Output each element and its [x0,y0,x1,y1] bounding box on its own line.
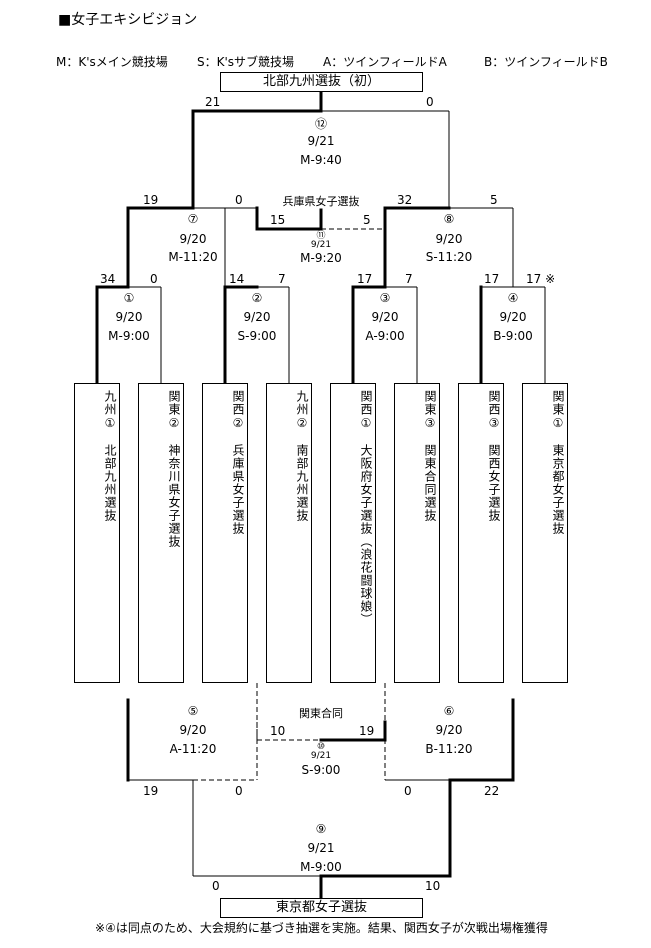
m3-left-score: 17 [357,272,373,286]
legend-a: A：ツインフィールドA [323,55,447,69]
m1-venue: M-9:00 [108,329,150,343]
m6-right-score: 22 [484,784,500,798]
m8-number: ⑧ [443,212,455,226]
m1-date: 9/20 [115,310,143,324]
team-name: 大阪府女子選抜（浪花闘球娘） [359,444,373,626]
m5-left-score: 19 [143,784,159,798]
m1-right-score: 0 [150,272,158,286]
m6-date: 9/20 [435,723,463,737]
champion-bottom-box: 東京都女子選抜 [220,898,423,918]
m5-number: ⑤ [187,704,199,718]
m2-number: ② [251,291,263,305]
team-box-7: 関西③ 関西女子選抜 [458,383,504,683]
m12-number: ⑫ [314,117,328,131]
m9-right-score: 10 [425,879,441,893]
m1-left-score: 34 [100,272,116,286]
legend-s: S：K'sサブ競技場 [197,55,295,69]
team-box-3: 関西② 兵庫県女子選抜 [202,383,248,683]
team-box-5: 関西① 大阪府女子選抜（浪花闘球娘） [330,383,376,683]
legend-b: B：ツインフィールドB [484,55,608,69]
m7-right-score: 0 [235,193,243,207]
team-name: 神奈川県女子選抜 [167,444,181,548]
m4-number: ④ [507,291,519,305]
team-name: 北部九州選抜 [103,444,117,522]
m9-number: ⑨ [315,822,327,836]
m11-venue: M-9:20 [300,251,342,265]
m4-date: 9/20 [499,310,527,324]
team-box-6: 関東③ 関東合同選抜 [394,383,440,683]
m8-left-score: 32 [397,193,413,207]
team-region: 関西① [359,390,373,431]
m2-venue: S-9:00 [237,329,277,343]
m6-venue: B-11:20 [425,742,473,756]
m6-left-score: 0 [404,784,412,798]
third-bottom-label: 関東合同 [299,707,343,720]
team-region: 関東③ [423,390,437,431]
m11-date: 9/21 [310,240,332,250]
page-title: ■女子エキシビジョン [58,12,198,28]
m8-date: 9/20 [435,232,463,246]
m9-venue: M-9:00 [300,860,342,874]
team-name: 兵庫県女子選抜 [231,444,245,535]
m5-right-score: 0 [235,784,243,798]
team-region: 関西③ [487,390,501,431]
legend-m: M：K'sメイン競技場 [56,55,168,69]
m6-number: ⑥ [443,704,455,718]
team-box-8: 関東① 東京都女子選抜 [522,383,568,683]
team-region: 九州② [295,390,309,431]
m8-venue: S-11:20 [425,250,473,264]
team-name: 関西女子選抜 [487,444,501,522]
team-box-4: 九州② 南部九州選抜 [266,383,312,683]
m10-date: 9/21 [310,751,332,761]
m10-right-score: 19 [359,724,375,738]
m2-left-score: 14 [229,272,245,286]
m3-number: ③ [379,291,391,305]
team-region: 関東② [167,390,181,431]
m7-left-score: 19 [143,193,159,207]
m10-number: ⑩ [316,742,326,752]
m8-right-score: 5 [490,193,498,207]
third-top-label: 兵庫県女子選抜 [282,195,360,208]
m3-right-score: 7 [405,272,413,286]
footnote: ※④は同点のため、大会規約に基づき抽選を実施。結果、関西女子が次戦出場権獲得 [95,921,548,935]
m4-right-score: 17 ※ [526,272,556,286]
m4-left-score: 17 [484,272,500,286]
m12-left-score: 21 [205,95,221,109]
team-name: 東京都女子選抜 [551,444,565,535]
m9-left-score: 0 [212,879,220,893]
team-region: 九州① [103,390,117,431]
team-region: 関東① [551,390,565,431]
m12-right-score: 0 [426,95,434,109]
m11-left-score: 15 [270,213,286,227]
team-region: 関西② [231,390,245,431]
m9-date: 9/21 [307,841,335,855]
team-name: 関東合同選抜 [423,444,437,522]
champion-top-box: 北部九州選抜（初） [220,72,423,92]
m4-venue: B-9:00 [493,329,533,343]
m11-number: ⑪ [316,231,326,241]
m12-date: 9/21 [307,134,335,148]
m7-venue: M-11:20 [168,250,218,264]
team-name: 南部九州選抜 [295,444,309,522]
m7-number: ⑦ [187,212,199,226]
team-box-2: 関東② 神奈川県女子選抜 [138,383,184,683]
m10-left-score: 10 [270,724,286,738]
m11-right-score: 5 [363,213,371,227]
m3-venue: A-9:00 [365,329,405,343]
m3-date: 9/20 [371,310,399,324]
m2-date: 9/20 [243,310,271,324]
m5-venue: A-11:20 [169,742,217,756]
m5-date: 9/20 [179,723,207,737]
m12-venue: M-9:40 [300,153,342,167]
m10-venue: S-9:00 [301,763,341,777]
m7-date: 9/20 [179,232,207,246]
team-box-1: 九州① 北部九州選抜 [74,383,120,683]
m2-right-score: 7 [278,272,286,286]
m1-number: ① [123,291,135,305]
